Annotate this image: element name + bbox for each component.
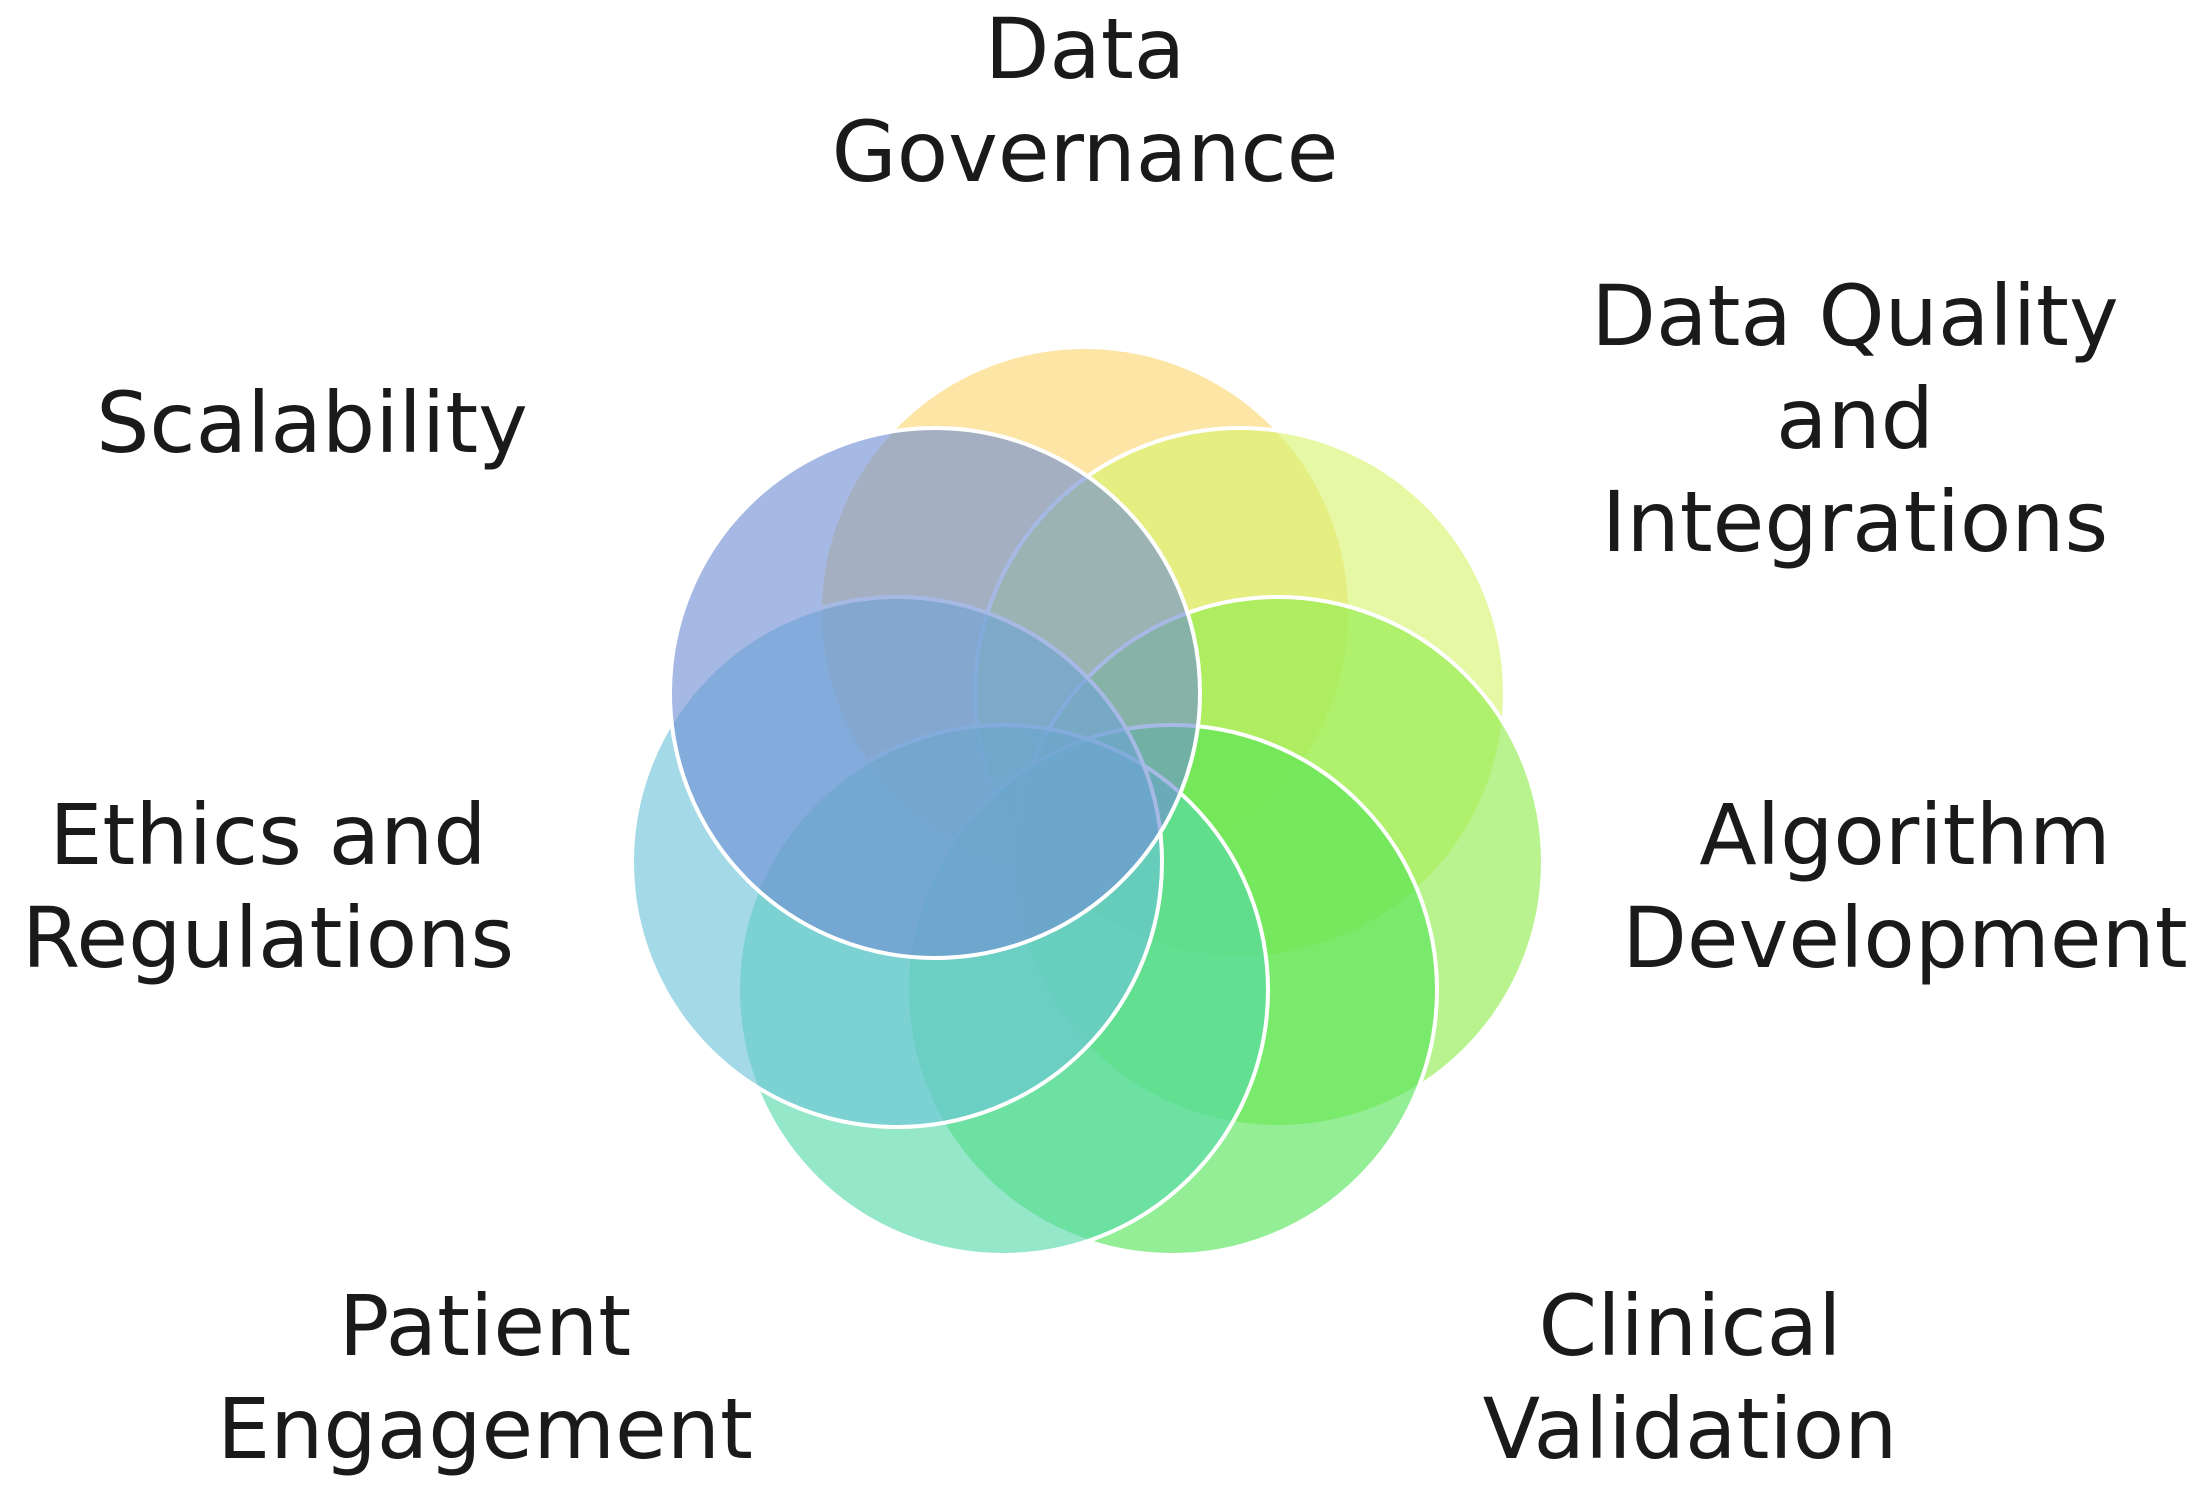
label-line: Clinical xyxy=(1539,1277,1842,1375)
circle-scalability xyxy=(668,426,1202,960)
label-line: Scalability xyxy=(96,374,528,472)
label-line: Development xyxy=(1622,889,2187,987)
label-line: Algorithm xyxy=(1699,786,2110,884)
label-line: Ethics and xyxy=(49,786,486,884)
label-scalability: Scalability xyxy=(96,374,528,472)
label-line: Data Quality xyxy=(1591,267,2118,365)
circles-layer xyxy=(630,345,1545,1257)
label-line: Data xyxy=(985,0,1186,98)
label-line: Patient xyxy=(339,1277,631,1375)
label-line: and xyxy=(1776,370,1934,468)
label-line: Integrations xyxy=(1602,473,2109,571)
label-line: Engagement xyxy=(217,1380,753,1478)
label-line: Governance xyxy=(832,103,1339,201)
label-line: Regulations xyxy=(22,889,514,987)
label-line: Validation xyxy=(1483,1380,1898,1478)
